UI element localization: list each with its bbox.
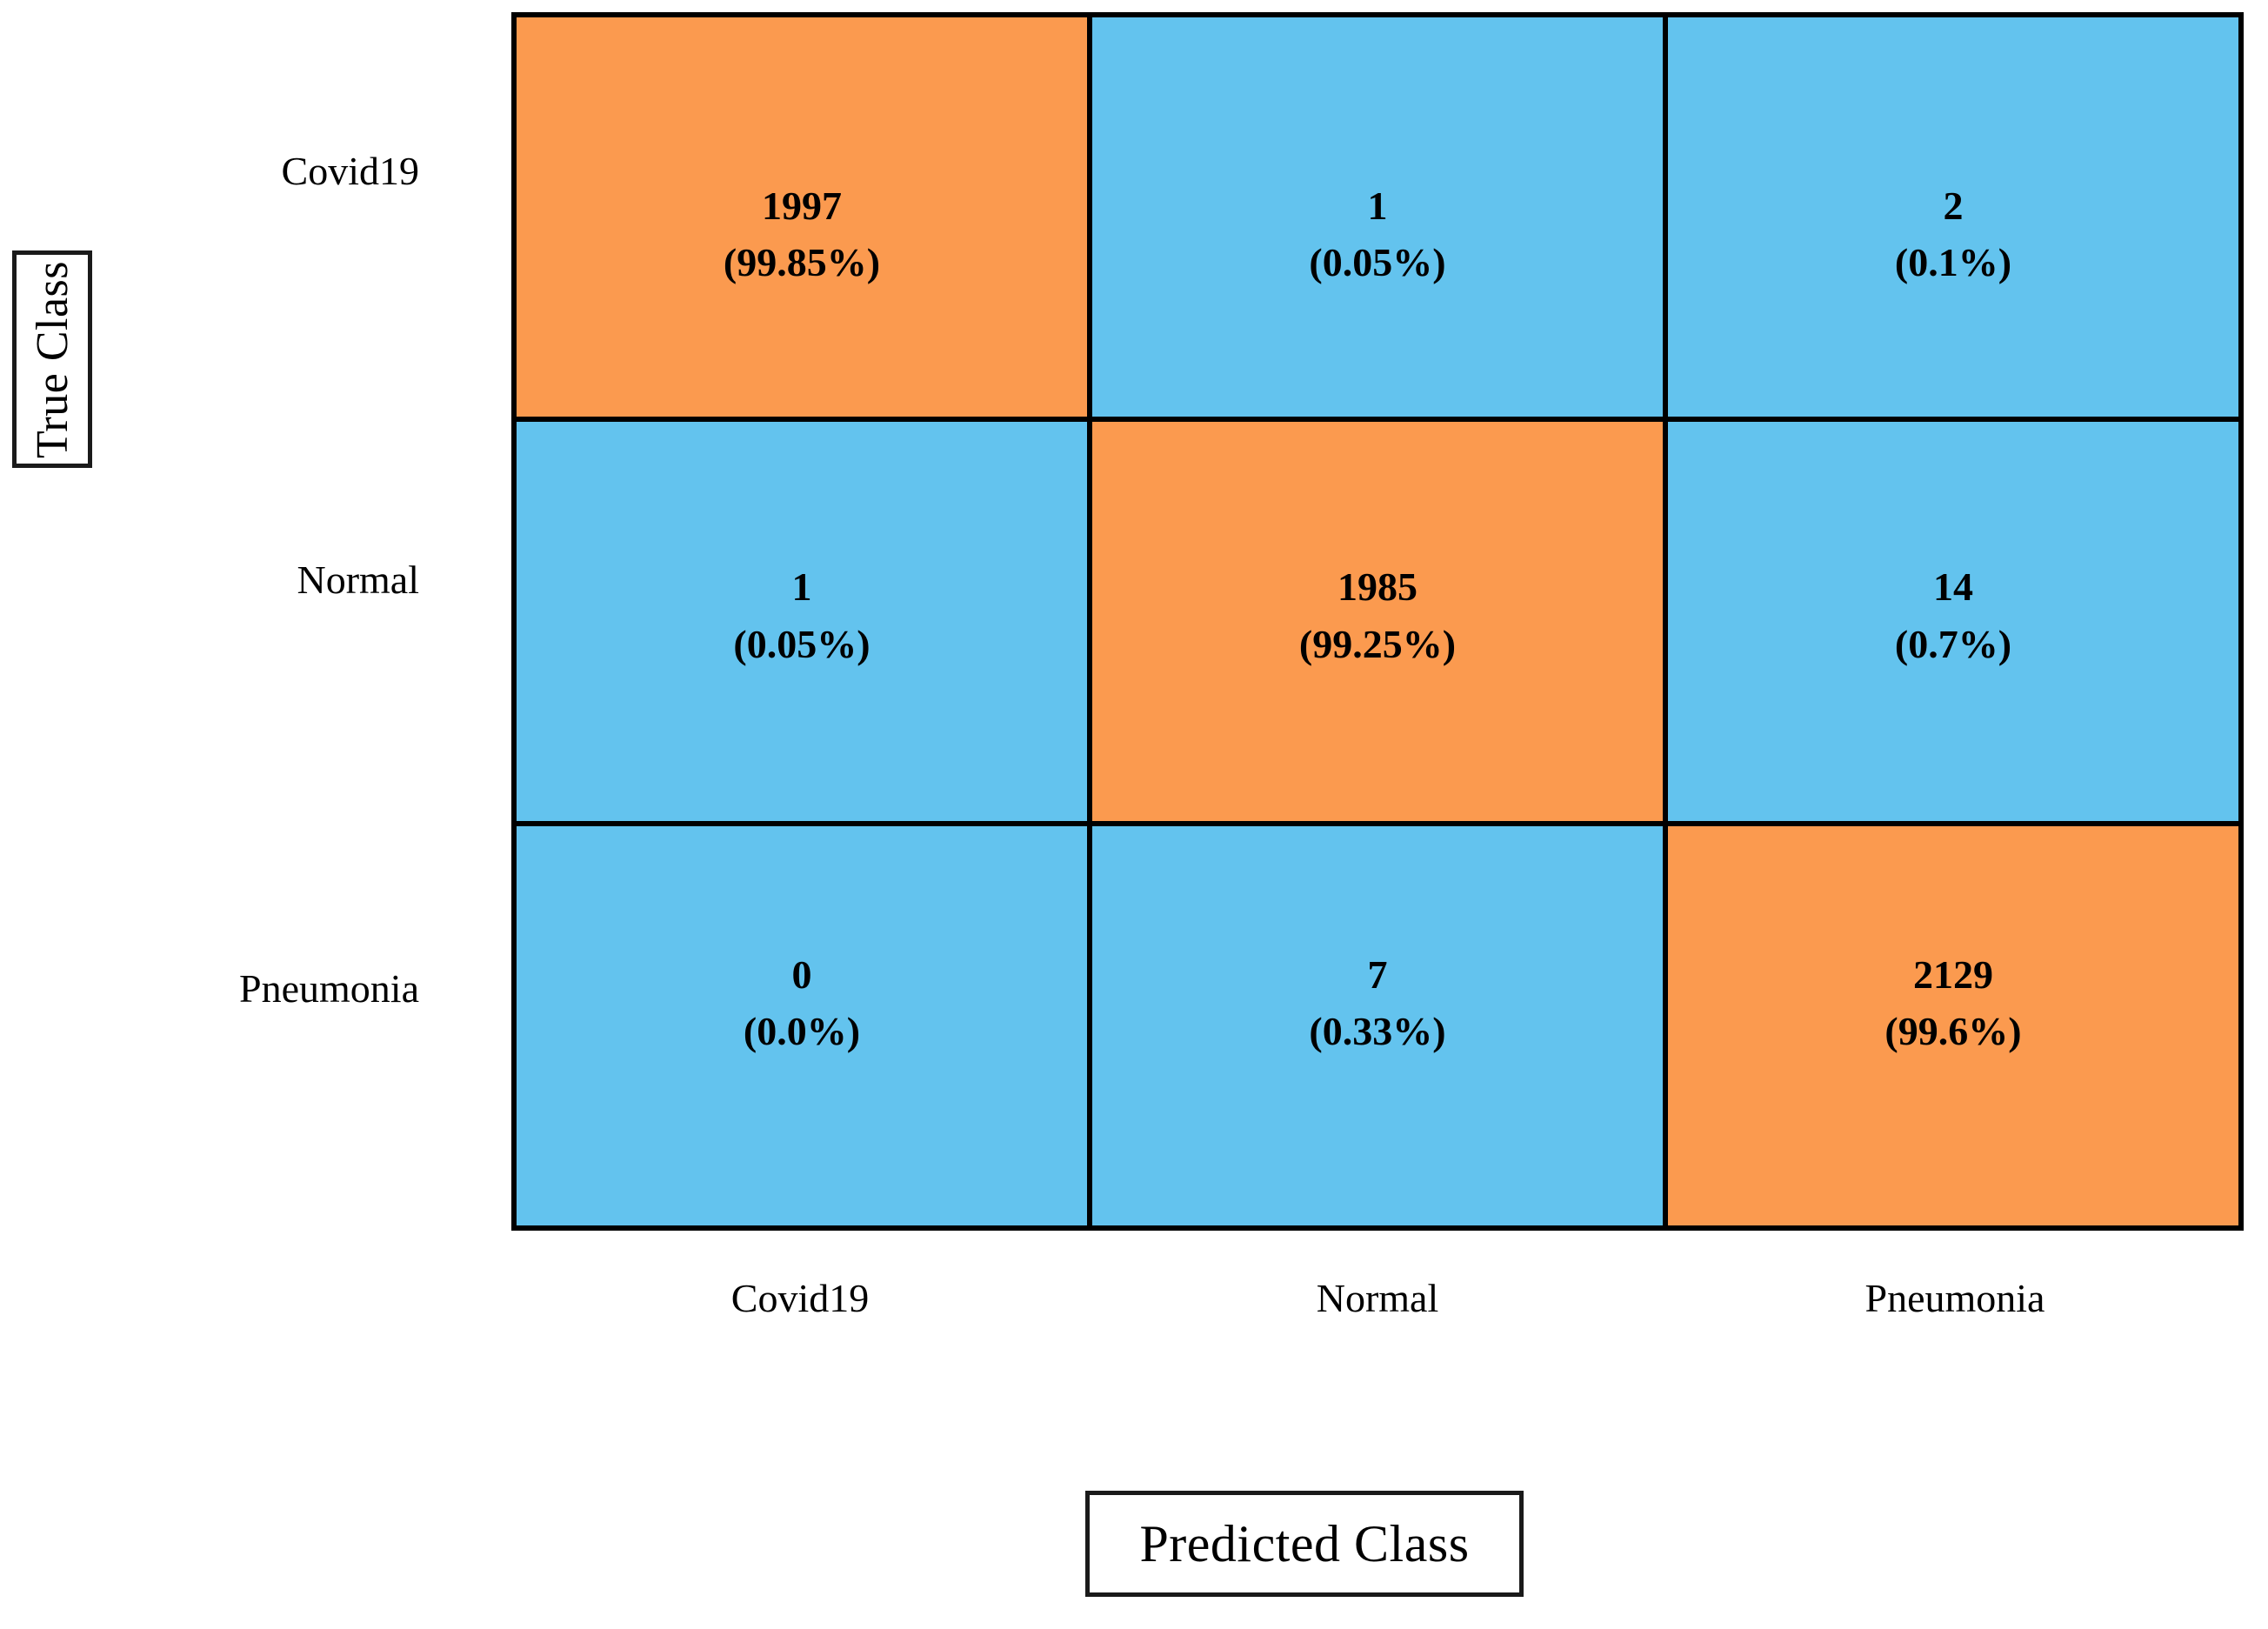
cell-percent: (0.7%) <box>1894 621 2012 666</box>
cell-text-group: 1997 (99.85%) <box>724 177 880 291</box>
cell-text-group: 0 (0.0%) <box>744 946 860 1060</box>
column-label-normal: Normal <box>1316 1276 1439 1320</box>
cell-count: 2 <box>1943 183 1964 228</box>
cell-percent: (99.6%) <box>1884 1009 2022 1054</box>
cell-text-group: 1985 (99.25%) <box>1299 558 1456 672</box>
matrix-cell-covid19-pneumonia: 2 (0.1%) <box>1668 17 2238 417</box>
cell-text-group: 7 (0.33%) <box>1309 946 1445 1060</box>
cell-count: 1997 <box>761 183 842 228</box>
cell-text-group: 1 (0.05%) <box>733 558 870 672</box>
cell-percent: (0.33%) <box>1309 1009 1446 1054</box>
matrix-cell-covid19-normal: 1 (0.05%) <box>1092 17 1663 417</box>
cell-count: 1 <box>791 564 812 610</box>
row-label-normal: Normal <box>297 557 419 602</box>
matrix-cell-normal-pneumonia: 14 (0.7%) <box>1668 422 2238 821</box>
predicted-class-axis-title-label: Predicted Class <box>1139 1514 1470 1572</box>
cell-count: 2129 <box>1912 951 1993 997</box>
cell-text-group: 1 (0.05%) <box>1309 177 1445 291</box>
cell-text-group: 2129 (99.6%) <box>1884 946 2021 1060</box>
cell-count: 14 <box>1932 564 1973 610</box>
cell-count: 7 <box>1367 951 1388 997</box>
cell-count: 1 <box>1367 183 1388 228</box>
cell-count: 1985 <box>1337 564 1418 610</box>
cell-count: 0 <box>791 951 812 997</box>
matrix-cell-pneumonia-normal: 7 (0.33%) <box>1092 826 1663 1225</box>
matrix-cell-covid19-covid19: 1997 (99.85%) <box>517 17 1087 417</box>
matrix-cell-normal-covid19: 1 (0.05%) <box>517 422 1087 821</box>
cell-percent: (0.05%) <box>733 621 871 666</box>
predicted-class-axis-title-box: Predicted Class <box>1085 1491 1524 1597</box>
cell-text-group: 14 (0.7%) <box>1895 558 2011 672</box>
matrix-cell-pneumonia-covid19: 0 (0.0%) <box>517 826 1087 1225</box>
cell-percent: (0.05%) <box>1309 239 1446 284</box>
column-label-covid19: Covid19 <box>730 1276 870 1320</box>
true-class-axis-title-label: True Class <box>27 260 77 458</box>
cell-percent: (0.0%) <box>743 1009 861 1054</box>
matrix-cell-normal-normal: 1985 (99.25%) <box>1092 422 1663 821</box>
cell-percent: (99.85%) <box>723 239 881 284</box>
row-label-pneumonia: Pneumonia <box>239 966 419 1011</box>
row-label-covid19: Covid19 <box>281 149 419 193</box>
cell-percent: (99.25%) <box>1298 621 1457 666</box>
matrix-cell-pneumonia-pneumonia: 2129 (99.6%) <box>1668 826 2238 1225</box>
true-class-axis-title-box: True Class <box>12 250 92 468</box>
column-label-pneumonia: Pneumonia <box>1864 1276 2045 1320</box>
confusion-matrix-grid: 1997 (99.85%) 1 (0.05%) 2 (0.1%) 1 (0.05… <box>511 12 2244 1231</box>
cell-text-group: 2 (0.1%) <box>1895 177 2011 291</box>
cell-percent: (0.1%) <box>1894 239 2012 284</box>
